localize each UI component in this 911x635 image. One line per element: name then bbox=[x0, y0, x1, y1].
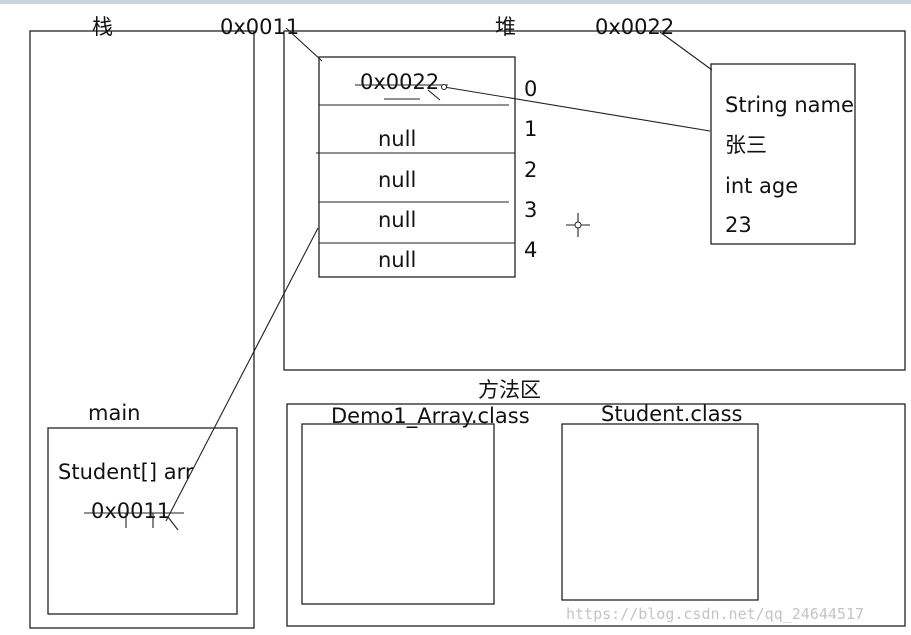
array-address: 0x0011 bbox=[220, 15, 299, 39]
array-index-4: 4 bbox=[524, 238, 537, 262]
array-object bbox=[318, 56, 516, 278]
arr-declaration: Student[] arr bbox=[58, 460, 194, 484]
arr-value-tick bbox=[167, 516, 179, 531]
student-class-box bbox=[561, 423, 759, 601]
array-index-1: 1 bbox=[524, 117, 537, 141]
heap-region bbox=[283, 30, 906, 371]
student-class-label: Student.class bbox=[601, 402, 742, 426]
cell0-to-student-pointer bbox=[443, 86, 711, 132]
student-field-age-value: 23 bbox=[725, 213, 752, 237]
window-top-border bbox=[0, 0, 911, 4]
array-address-pointer bbox=[285, 27, 323, 62]
arr-value: 0x0011 bbox=[91, 499, 170, 523]
arr-to-array-pointer bbox=[165, 227, 319, 522]
method-area-title: 方法区 bbox=[478, 378, 541, 402]
array-index-0: 0 bbox=[524, 77, 537, 101]
array-cell-0: 0x0022 bbox=[360, 70, 439, 94]
stack-region bbox=[29, 30, 255, 629]
student-field-name-decl: String name bbox=[725, 93, 854, 117]
watermark: https://blog.csdn.net/qq_24644517 bbox=[566, 605, 864, 623]
heap-title: 堆 bbox=[495, 15, 516, 39]
main-frame-title: main bbox=[88, 401, 140, 425]
array-cell-1: null bbox=[378, 127, 416, 151]
pointer-origin-dot bbox=[441, 84, 447, 90]
array-cell-3: null bbox=[378, 208, 416, 232]
student-field-age-decl: int age bbox=[725, 174, 798, 198]
array-cell-0-strike bbox=[427, 89, 441, 101]
stack-title: 栈 bbox=[92, 15, 113, 39]
array-index-2: 2 bbox=[524, 158, 537, 182]
student-field-name-value: 张三 bbox=[725, 133, 767, 157]
student-address-pointer bbox=[659, 31, 713, 71]
demo-class-label: Demo1_Array.class bbox=[331, 404, 530, 429]
demo-class-box bbox=[301, 423, 495, 605]
method-area-region bbox=[286, 403, 906, 627]
student-object bbox=[710, 63, 856, 245]
array-cell-4: null bbox=[378, 248, 416, 272]
student-address: 0x0022 bbox=[595, 15, 674, 39]
crosshair-cursor-icon bbox=[566, 213, 590, 237]
array-index-3: 3 bbox=[524, 198, 537, 222]
array-cell-2: null bbox=[378, 168, 416, 192]
main-frame bbox=[47, 427, 238, 615]
